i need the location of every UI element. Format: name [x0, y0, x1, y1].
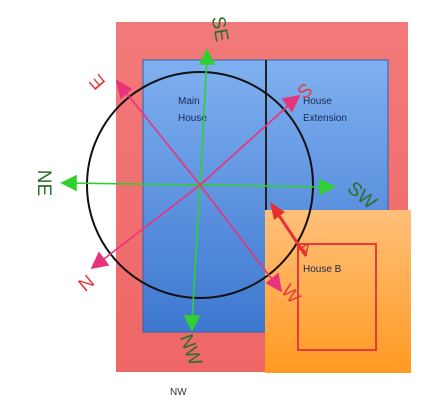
pink-arrowhead-w [265, 272, 283, 293]
house-b-block [265, 210, 411, 373]
pink-arrowhead-e [115, 79, 133, 100]
house-extension-label-line2: Extension [303, 113, 347, 124]
house-extension-label-line1: House [303, 96, 332, 107]
pink-arrow-s [199, 103, 291, 186]
pink-arrowhead-s [281, 94, 301, 113]
green-arrow-sw [199, 184, 327, 188]
green-arrowhead-ne [60, 174, 77, 192]
bottom-nw-label: NW [170, 387, 187, 398]
main-house-label-line1: Main [178, 96, 200, 107]
highlight-box [297, 243, 377, 351]
pink-arrowhead-n [90, 251, 110, 270]
green-arrow-ne [69, 182, 201, 186]
compass-label-n: N [74, 270, 98, 295]
marker-arrowhead [270, 202, 285, 220]
pink-arrow-n [99, 184, 201, 263]
house-b-label: House B [303, 264, 342, 275]
green-arrowhead-se [198, 48, 216, 65]
main-house-label-line2: House [178, 113, 207, 124]
green-arrowhead-nw [183, 315, 201, 332]
pink-arrow-e [123, 89, 201, 186]
pink-arrow-w [199, 184, 275, 283]
compass-label-ne: NE [33, 170, 54, 196]
compass-label-se: SE [207, 15, 232, 44]
green-arrow-nw [191, 184, 201, 323]
compass-circle [86, 71, 314, 299]
compass-label-e: E [86, 70, 110, 93]
green-arrow-se [199, 57, 208, 186]
green-arrowhead-sw [319, 178, 336, 196]
marker-arrow [274, 210, 308, 257]
